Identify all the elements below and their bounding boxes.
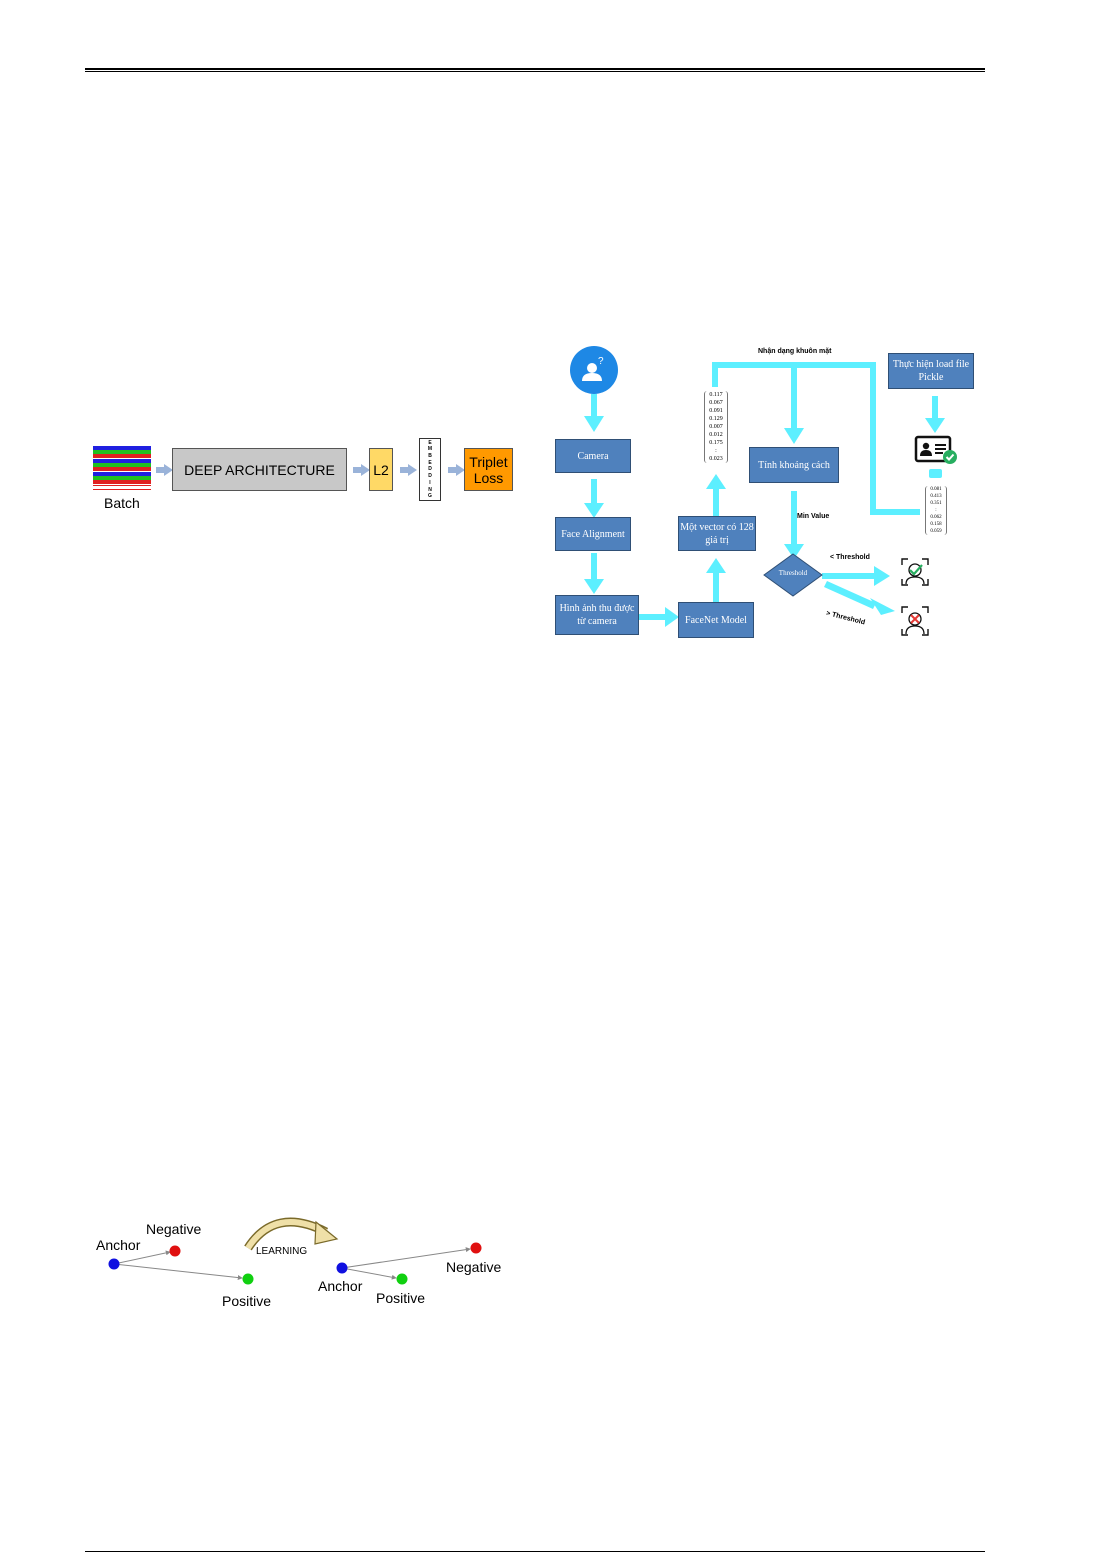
positive-label-after: Positive (376, 1290, 426, 1306)
user-question-icon: ? (582, 356, 604, 381)
embedding-letter: I (429, 479, 431, 486)
svg-text:?: ? (598, 356, 604, 367)
vector-value: 0.117 (709, 392, 723, 398)
distance-box: Tính khoảng cách (749, 447, 839, 483)
stored-vector-value: 0.059 (930, 529, 942, 534)
lt-threshold-label: < Threshold (830, 554, 870, 561)
stored-embedding-vector: 0.081 0.413 0.351 : 0.062 0.158 0.059 (925, 486, 947, 535)
positive-point-before (242, 1273, 254, 1285)
embedding-letter: N (428, 486, 432, 493)
embedding-letter: M (427, 446, 433, 453)
flow-connectors (570, 346, 945, 627)
facenet-model-box: FaceNet Model (678, 602, 754, 638)
face-recognition-flowchart: ? Camera Face Alignment Hình ảnh thu đượ… (540, 335, 1000, 645)
embedding-vector: 0.117 0.067 0.091 0.129 0.007 0.012 0.17… (704, 391, 728, 463)
arrow-l2-to-embedding (400, 464, 417, 476)
triplet-learning-diagram: Anchor Negative Positive LEARNING Anchor… (90, 1210, 520, 1320)
embedding-letter: B (428, 453, 432, 460)
facenet-pipeline-diagram: Batch DEEP ARCHITECTURE L2 E M B E D D I… (0, 0, 530, 520)
vector-value: : (715, 448, 717, 454)
camera-box: Camera (555, 439, 631, 473)
negative-point-before (169, 1245, 181, 1257)
negative-label-before: Negative (146, 1221, 202, 1237)
face-no-match-icon (901, 606, 929, 636)
anchor-point-before (108, 1258, 120, 1270)
negative-point-after (470, 1242, 482, 1254)
batch-label: Batch (104, 495, 140, 511)
face-alignment-box: Face Alignment (555, 517, 631, 551)
recognition-title-label: Nhận dạng khuôn mặt (758, 348, 832, 355)
anchor-point-after (336, 1262, 348, 1274)
threshold-label: Threshold (778, 569, 808, 577)
face-match-icon (901, 558, 929, 586)
header-rule (85, 68, 985, 72)
load-pickle-box: Thực hiện load file Pickle (888, 353, 974, 389)
vector-value: 0.023 (709, 456, 723, 462)
stored-vector-value: 0.158 (930, 522, 942, 527)
positive-point-after (396, 1273, 408, 1285)
vector-value: 0.067 (709, 400, 723, 406)
embedding-letter: E (428, 439, 432, 446)
vector-128-box: Một vector có 128 giá trị (678, 516, 756, 551)
vector-value: 0.007 (709, 424, 723, 430)
triplet-loss-line2: Loss (473, 469, 504, 486)
stored-vector-value: : (935, 508, 937, 513)
image-from-camera-box: Hình ảnh thu được từ camera (555, 595, 639, 635)
vector-value: 0.175 (709, 440, 723, 446)
embedding-letter: E (428, 459, 432, 466)
batch-stack (93, 446, 151, 492)
min-value-label: Min Value (797, 513, 830, 520)
deep-architecture-box: DEEP ARCHITECTURE (172, 448, 347, 491)
arrow-embedding-to-loss (448, 464, 465, 476)
vector-value: 0.129 (709, 416, 723, 422)
embedding-letter: G (428, 493, 432, 500)
learning-label: LEARNING (256, 1246, 308, 1257)
vector-value: 0.091 (709, 408, 723, 414)
negative-label-after: Negative (446, 1259, 502, 1275)
id-card-check-icon (914, 435, 957, 464)
embedding-column: E M B E D D I N G (419, 438, 441, 501)
stored-vector-value: 0.062 (930, 515, 942, 520)
stored-vector-value: 0.351 (930, 501, 942, 506)
threshold-diamond (763, 553, 823, 597)
embedding-letter: D (428, 473, 432, 480)
triplet-loss-line1: Triplet (469, 453, 508, 470)
triplet-loss-box: Triplet Loss (464, 448, 513, 491)
arrow-batch-to-deep (156, 464, 173, 476)
vector-value: 0.012 (709, 432, 723, 438)
l2-box: L2 (369, 448, 393, 491)
triplet-connectors (108, 1217, 482, 1285)
stored-vector-value: 0.413 (930, 494, 942, 499)
positive-label-before: Positive (222, 1293, 272, 1309)
anchor-label-after: Anchor (318, 1278, 363, 1294)
anchor-label-before: Anchor (96, 1237, 141, 1253)
footer-rule (85, 1551, 985, 1552)
embedding-letter: D (428, 466, 432, 473)
arrow-deep-to-l2 (353, 464, 370, 476)
stored-vector-value: 0.081 (930, 487, 942, 492)
